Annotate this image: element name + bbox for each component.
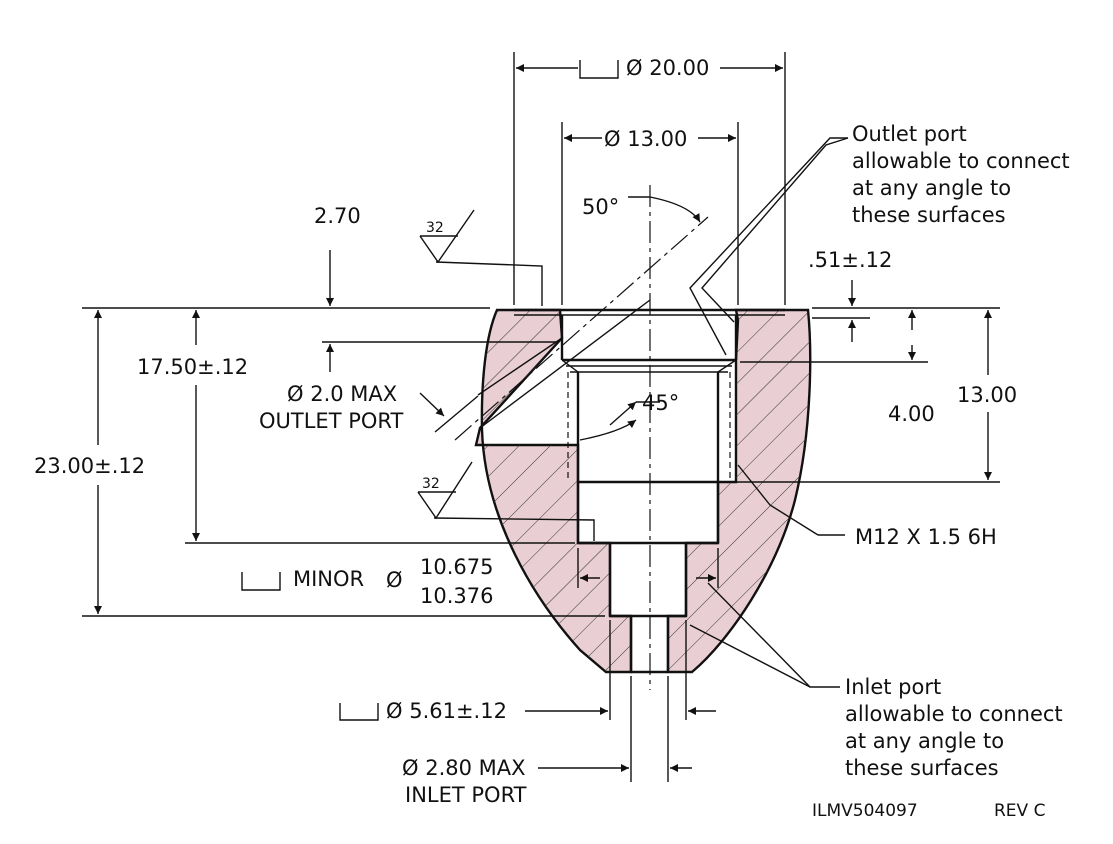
inlet-port-label: INLET PORT: [405, 783, 527, 807]
dim-dia-5-61: Ø 5.61±.12: [386, 699, 507, 723]
inlet-note: Inlet port allowable to connect at any a…: [845, 675, 1063, 780]
minor-dia-symbol: Ø: [386, 568, 403, 592]
minor-lower: 10.376: [420, 584, 493, 608]
dim-23-00: 23.00±.12: [34, 454, 145, 478]
extension-lines: [82, 52, 1000, 782]
dim-2-70: 2.70: [314, 204, 361, 228]
inlet-note-line: allowable to connect: [845, 702, 1063, 726]
dim-angle-45: 45°: [642, 391, 679, 415]
minor-upper: 10.675: [420, 555, 493, 579]
dim-13-00: 13.00: [957, 383, 1017, 407]
leader-lines: [241, 60, 849, 721]
minor-label: MINOR: [293, 567, 364, 591]
revision: REV C: [994, 801, 1045, 821]
dim-17-50: 17.50±.12: [137, 355, 248, 379]
thread-callout: M12 X 1.5 6H: [855, 525, 997, 549]
outlet-dia: Ø 2.0 MAX: [287, 382, 397, 406]
drawing-number: ILMV504097: [812, 801, 918, 821]
surface-finish-2: 32: [422, 476, 440, 492]
outlet-note: Outlet port allowable to connect at any …: [852, 122, 1070, 227]
dim-dia-20: Ø 20.00: [626, 56, 709, 80]
outlet-note-line: these surfaces: [852, 203, 1006, 227]
dimension-text: Ø 20.00 Ø 13.00 50° 2.70 32 32 .51±.12 1…: [34, 56, 1017, 807]
dim-4-00: 4.00: [888, 402, 935, 426]
inlet-note-line: Inlet port: [845, 675, 941, 699]
inlet-note-line: at any angle to: [845, 729, 1004, 753]
inlet-dia: Ø 2.80 MAX: [402, 756, 526, 780]
outlet-note-line: Outlet port: [852, 122, 967, 146]
dimension-lines: [94, 64, 992, 772]
surface-finish-1: 32: [426, 220, 444, 236]
dim-angle-50: 50°: [582, 195, 619, 219]
dim-051: .51±.12: [808, 248, 892, 272]
title-block: ILMV504097 REV C: [812, 801, 1045, 821]
inlet-note-line: these surfaces: [845, 756, 999, 780]
dim-dia-13: Ø 13.00: [604, 127, 687, 151]
outlet-note-line: allowable to connect: [852, 149, 1070, 173]
outlet-note-line: at any angle to: [852, 176, 1011, 200]
outlet-port-label: OUTLET PORT: [259, 409, 403, 433]
